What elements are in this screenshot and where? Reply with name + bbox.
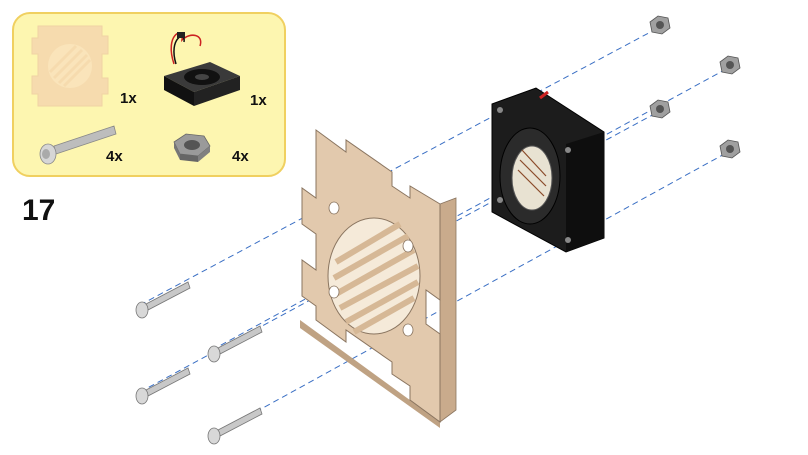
fan-thumbnail — [164, 32, 240, 106]
screws — [135, 281, 263, 445]
screw — [207, 325, 263, 363]
cooling-fan — [491, 87, 605, 253]
wooden-plate-thumbnail — [31, 25, 109, 107]
screw — [135, 367, 191, 405]
hex-nut — [719, 55, 741, 75]
hex-nuts — [649, 15, 741, 159]
screw-quantity: 4x — [106, 148, 123, 165]
screw — [135, 281, 191, 319]
screw — [207, 407, 263, 445]
wooden-fan-plate — [300, 129, 457, 428]
step-number: 17 — [22, 194, 56, 227]
hex-nut — [649, 15, 671, 35]
hex-nut — [719, 139, 741, 159]
fan-screw-holes — [497, 107, 571, 243]
nut-thumbnail — [173, 133, 211, 162]
hex-nut — [649, 99, 671, 119]
mounting-holes — [328, 201, 414, 337]
parts-list-panel: 1x 1x 4x 4x — [12, 12, 286, 177]
screw-thumbnail — [39, 125, 117, 165]
nut-quantity: 4x — [232, 148, 249, 165]
fan-quantity: 1x — [250, 92, 267, 109]
plate-quantity: 1x — [120, 90, 137, 107]
